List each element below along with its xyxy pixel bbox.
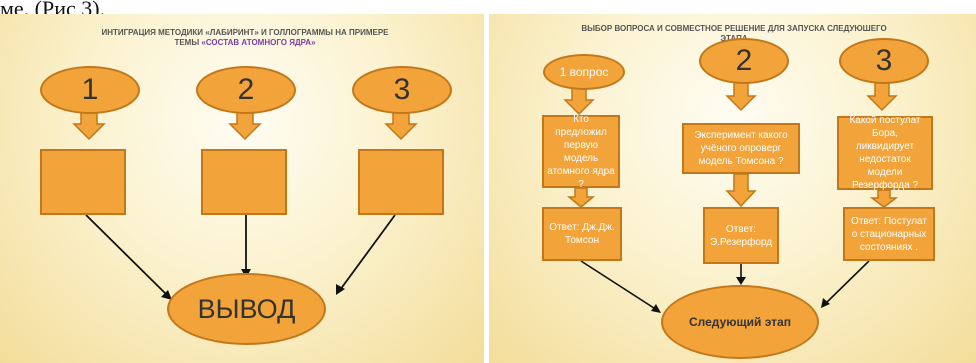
left-ellipse-2: 2: [196, 66, 296, 114]
left-ellipse-3: 3: [352, 66, 452, 114]
left-down-arrow-2: [228, 109, 262, 141]
left-title-line2: ТЕМЫ «СОСТАВ АТОМНОГО ЯДРА»: [30, 38, 460, 48]
right-connector-2-head: [736, 277, 746, 285]
left-title-line1: ИНТИГРАЦИЯ МЕТОДИКИ «ЛАБИРИНТ» И ГОЛЛОГР…: [101, 28, 389, 37]
right-connector-1: [580, 260, 658, 311]
right-answer-box-1: Ответ: Дж.Дж. Томсон: [542, 207, 622, 261]
right-ellipse-3: 3: [839, 38, 929, 84]
right-title-line1: ВЫБОР ВОПРОСА И СОВМЕСТНОЕ РЕШЕНИЕ ДЛЯ З…: [581, 24, 887, 33]
left-conclusion-ellipse: ВЫВОД: [167, 273, 326, 345]
left-down-arrow-3: [384, 109, 418, 141]
left-ellipse-1: 1: [40, 66, 140, 114]
left-empty-box-2: [201, 149, 287, 215]
right-down-arrow-3: [866, 79, 898, 112]
left-connector-1-head: [161, 290, 172, 300]
left-arrows: [72, 109, 418, 300]
right-question-box-1: Кто предложил первую модель атомного ядр…: [542, 114, 620, 190]
left-connector-1: [85, 214, 169, 297]
left-slide-title: ИНТИГРАЦИЯ МЕТОДИКИ «ЛАБИРИНТ» И ГОЛЛОГР…: [30, 28, 460, 48]
right-slide: ВЫБОР ВОПРОСА И СОВМЕСТНОЕ РЕШЕНИЕ ДЛЯ З…: [489, 14, 976, 363]
right-question-box-2: Эксперимент какого учёного опроверг моде…: [682, 123, 800, 174]
right-answer-box-2: Ответ: Э.Резерфорд: [703, 207, 779, 264]
right-connector-1-head: [651, 304, 661, 313]
left-title-topic: «СОСТАВ АТОМНОГО ЯДРА»: [201, 38, 316, 47]
left-down-arrow-1: [72, 109, 106, 141]
left-connector-3-head: [336, 284, 345, 295]
right-ellipse-question-1: 1 вопрос: [543, 54, 625, 90]
right-arrows: [563, 79, 899, 313]
right-question-box-3: Какой постулат Бора, ликвидирует недоста…: [837, 115, 933, 191]
left-connector-3: [339, 214, 396, 291]
right-down-arrow-2: [725, 79, 757, 112]
right-down-arrow-6: [869, 189, 899, 208]
right-down-arrow-1: [563, 85, 595, 116]
right-answer-box-3: Ответ: Постулат о стационарных состояния…: [843, 207, 935, 261]
right-down-arrow-5: [725, 173, 757, 208]
right-down-arrow-4: [566, 187, 596, 208]
left-empty-box-1: [40, 149, 126, 215]
left-slide: ИНТИГРАЦИЯ МЕТОДИКИ «ЛАБИРИНТ» И ГОЛЛОГР…: [0, 14, 484, 363]
left-empty-box-3: [358, 149, 444, 215]
right-connector-3-head: [821, 298, 830, 308]
right-ellipse-2: 2: [699, 38, 789, 84]
right-conclusion-ellipse: Следующий этап: [661, 285, 819, 359]
right-connector-3: [824, 260, 870, 305]
left-title-prefix: ТЕМЫ: [174, 38, 202, 47]
